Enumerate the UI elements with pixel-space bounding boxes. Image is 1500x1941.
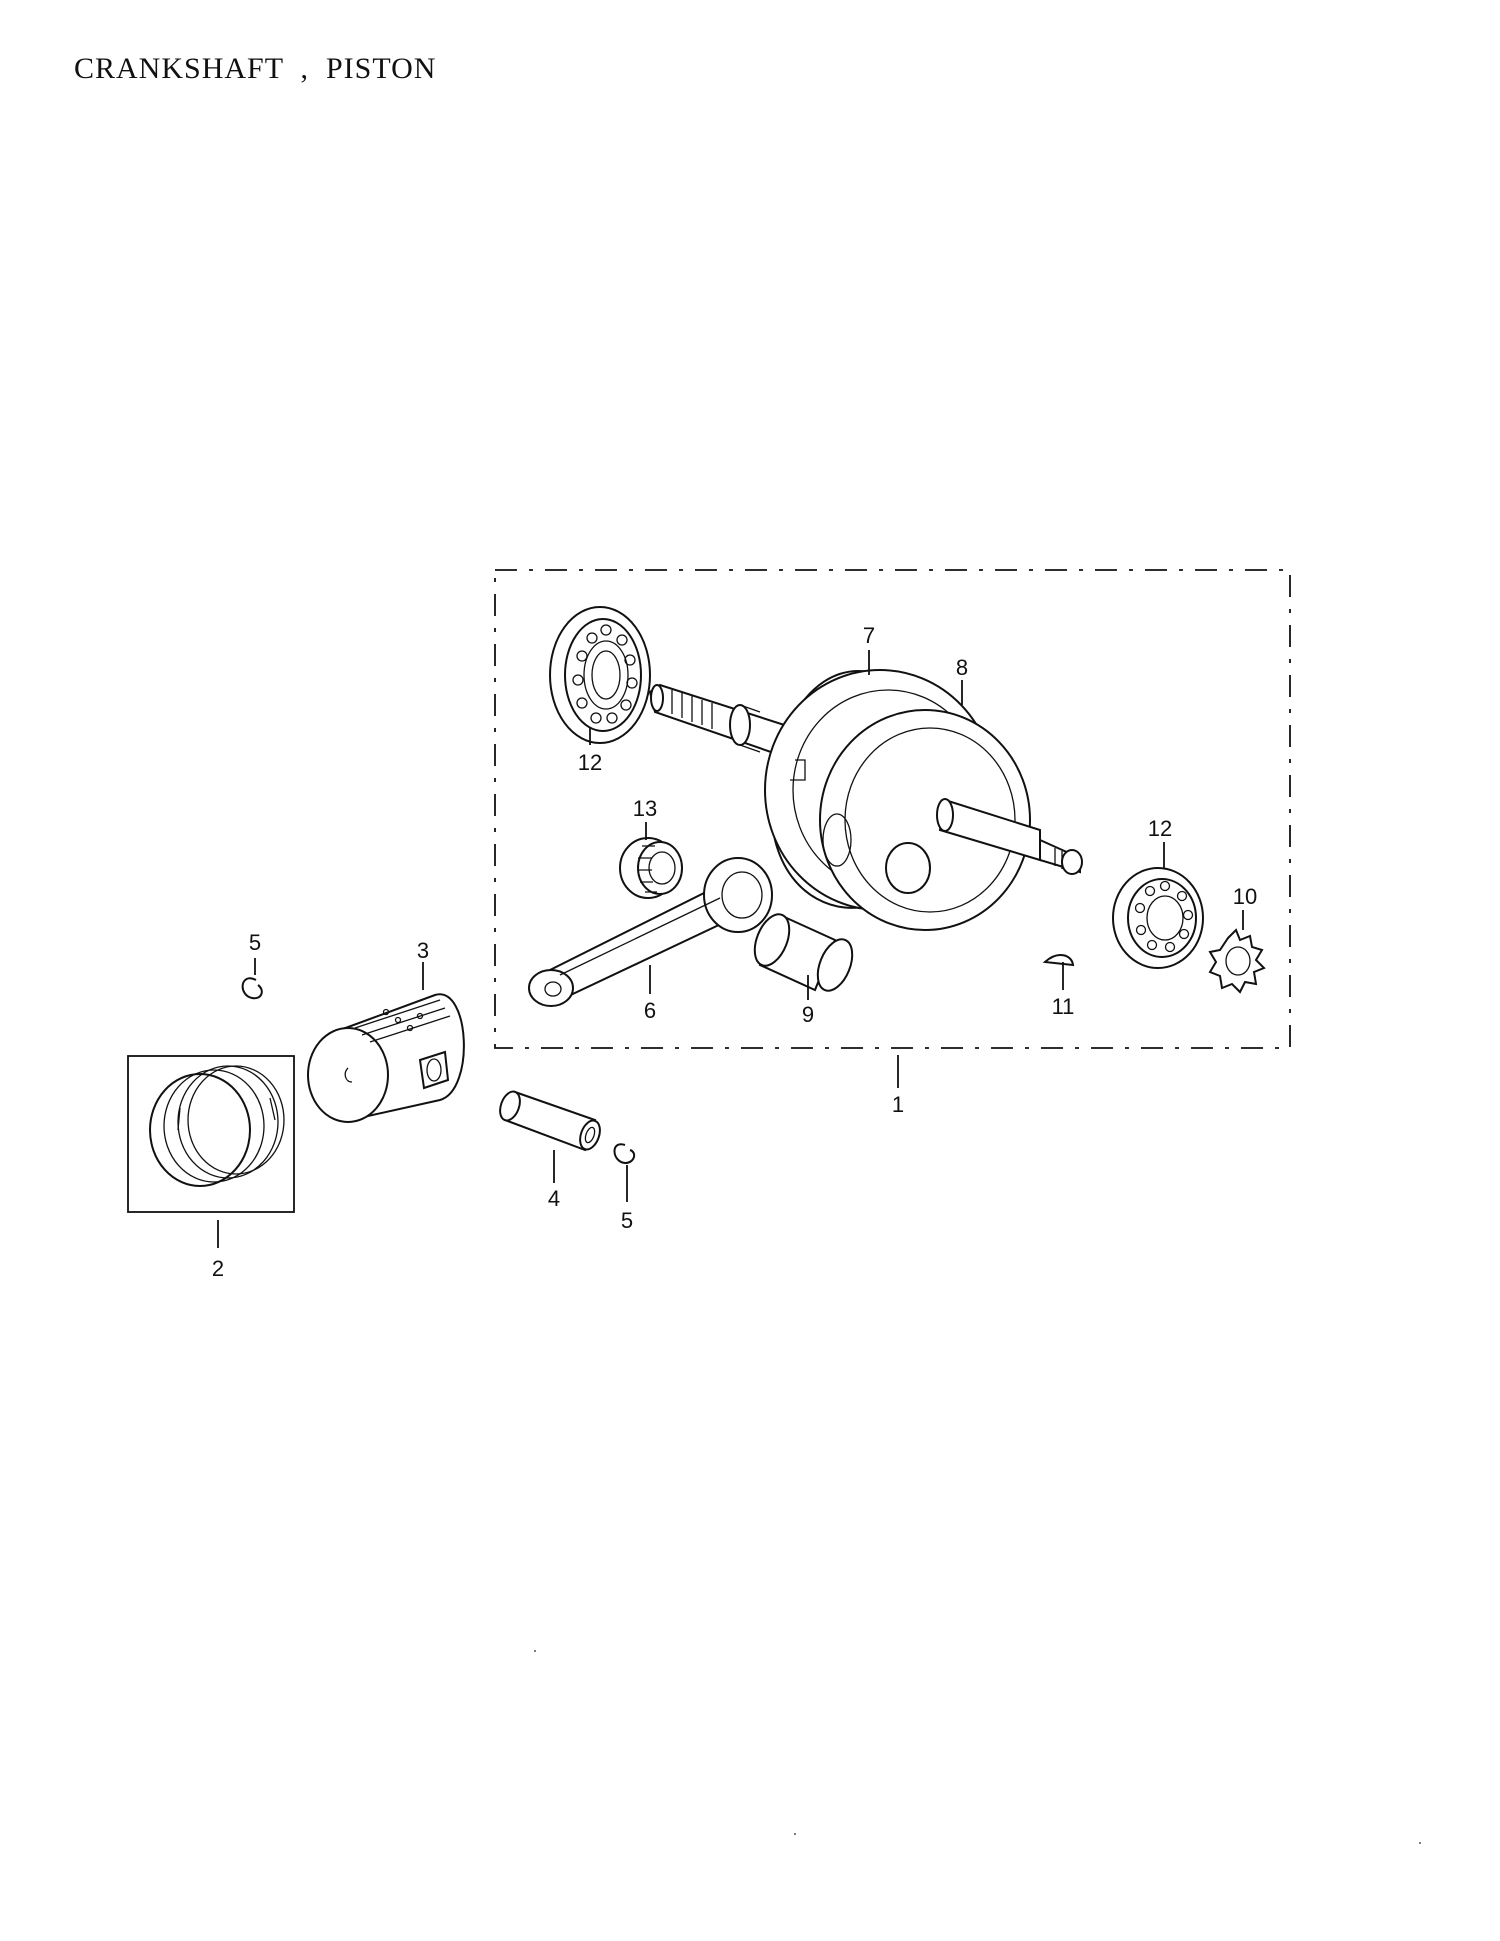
callout-11: 11 (1052, 994, 1075, 1019)
crankshaft-assembly-box (494, 569, 1291, 1049)
page-title: CRANKSHAFT , PISTON (74, 52, 437, 85)
callout-6: 6 (644, 998, 656, 1023)
callout-1: 1 (892, 1092, 904, 1117)
callout-labels: 1 2 3 4 5 5 6 7 8 9 10 11 12 12 13 (212, 623, 1257, 1281)
right-bearing (1112, 867, 1204, 969)
needle-bearing (619, 837, 683, 899)
leader-lines (217, 650, 1244, 1248)
crankshaft-right-shaft (936, 798, 1083, 875)
callout-2: 2 (212, 1256, 224, 1281)
callout-9: 9 (802, 1002, 814, 1027)
scan-speck (1419, 1842, 1421, 1844)
callout-13: 13 (633, 796, 657, 821)
callout-3: 3 (417, 938, 429, 963)
callout-12-right: 12 (1148, 816, 1172, 841)
callout-12-left: 12 (578, 750, 602, 775)
piston-pin-clip-lower (613, 1143, 636, 1165)
scan-speck (794, 1833, 796, 1835)
crank-pin (753, 913, 854, 992)
callout-4: 4 (548, 1186, 560, 1211)
callout-8: 8 (956, 655, 968, 680)
piston-ring-set (149, 1065, 285, 1187)
left-bearing (549, 606, 651, 744)
scan-speck (534, 1650, 536, 1652)
callout-7: 7 (863, 623, 875, 648)
woodruff-key (1042, 954, 1075, 967)
drive-gear (1208, 928, 1266, 994)
piston-ring-set-box (127, 1055, 295, 1213)
piston-pin (499, 1090, 601, 1152)
callout-5-lower: 5 (621, 1208, 633, 1233)
piston (307, 993, 465, 1123)
callout-5-upper: 5 (249, 930, 261, 955)
crank-half-right (819, 709, 1031, 931)
connecting-rod (528, 857, 773, 1007)
callout-10: 10 (1233, 884, 1257, 909)
piston-pin-clip-upper (241, 977, 263, 1000)
